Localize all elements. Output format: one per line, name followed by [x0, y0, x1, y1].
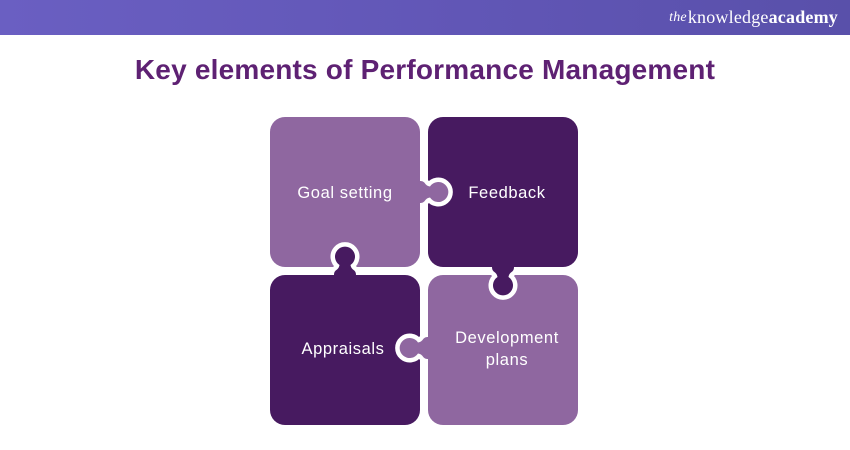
puzzle-piece-feedback [428, 117, 578, 267]
puzzle-knob-top-fill [415, 181, 449, 203]
puzzle-knob-right [487, 262, 519, 300]
puzzle-piece-goal-setting [270, 117, 420, 267]
brand-logo-the: the [669, 9, 687, 25]
puzzle-label-development: Development [455, 329, 559, 347]
puzzle-label-feedback: Feedback [468, 184, 545, 202]
puzzle-label-plans: plans [486, 351, 528, 369]
brand-logo-knowledge: knowledge [687, 7, 769, 27]
puzzle-label-appraisals: Appraisals [301, 340, 384, 358]
puzzle-knob-left [329, 242, 361, 280]
puzzle-label-goal-setting: Goal setting [297, 184, 392, 202]
puzzle-knob-right-fill [492, 262, 514, 296]
puzzle-knob-left-fill [334, 246, 356, 280]
puzzle-knob-bottom [395, 332, 433, 364]
puzzle-piece-appraisals [270, 275, 420, 425]
page-title: Key elements of Performance Management [134, 54, 716, 85]
brand-logo-academy: academy [768, 7, 838, 27]
puzzle-knob-bottom-fill [399, 337, 433, 359]
puzzle-knob-top [415, 176, 453, 208]
puzzle-piece-development-plans [428, 275, 578, 425]
